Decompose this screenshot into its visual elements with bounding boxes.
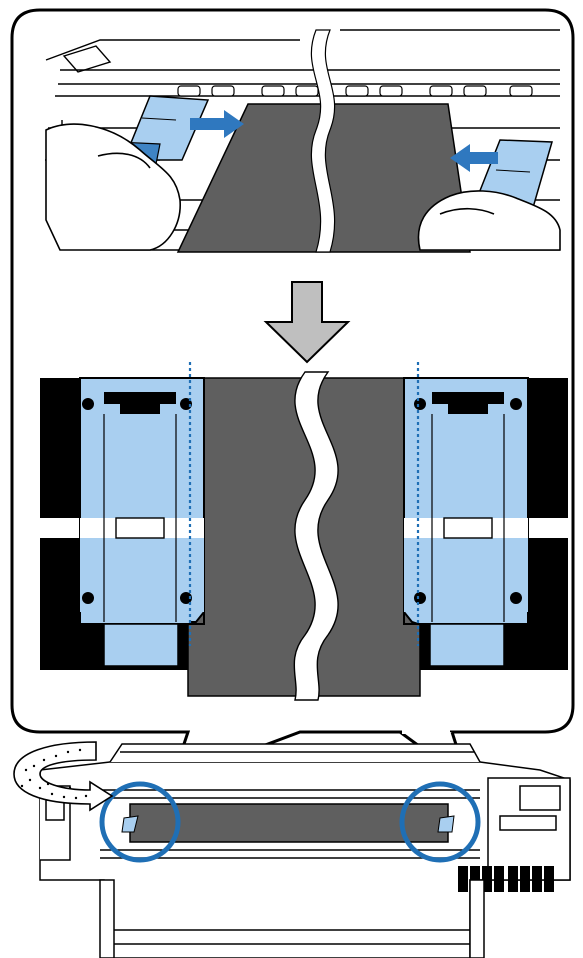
edge-plate-right xyxy=(404,362,528,666)
edge-plate-left xyxy=(80,362,204,666)
detail-panel xyxy=(40,362,568,700)
